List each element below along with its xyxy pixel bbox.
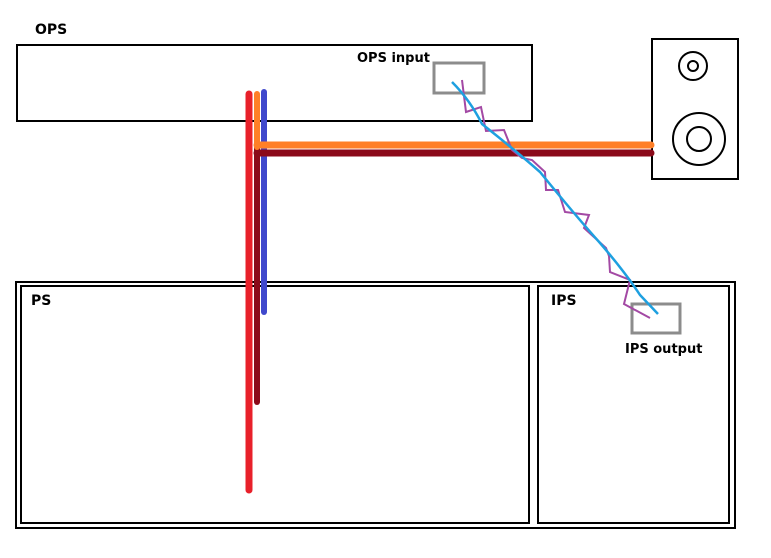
base-enclosure [15, 281, 736, 529]
ips-title: IPS [551, 293, 577, 309]
speaker-drivers [672, 51, 726, 166]
ops-input-port[interactable] [432, 61, 486, 95]
ips-output-port[interactable] [630, 302, 682, 335]
ops-unit [16, 44, 533, 122]
ips-output-label: IPS output [625, 342, 703, 357]
woofer-outer [672, 112, 726, 166]
ps-title: PS [31, 293, 52, 309]
ops-title: OPS [35, 22, 68, 38]
tweeter-outer [678, 51, 708, 81]
tweeter-inner [687, 60, 699, 72]
ops-input-label: OPS input [357, 51, 430, 66]
coiled-wire [461, 79, 651, 319]
woofer-inner [686, 126, 712, 152]
ps-unit [20, 285, 530, 524]
speaker-icon [651, 38, 739, 180]
signal-cable [451, 81, 659, 315]
power-wires [245, 89, 655, 494]
